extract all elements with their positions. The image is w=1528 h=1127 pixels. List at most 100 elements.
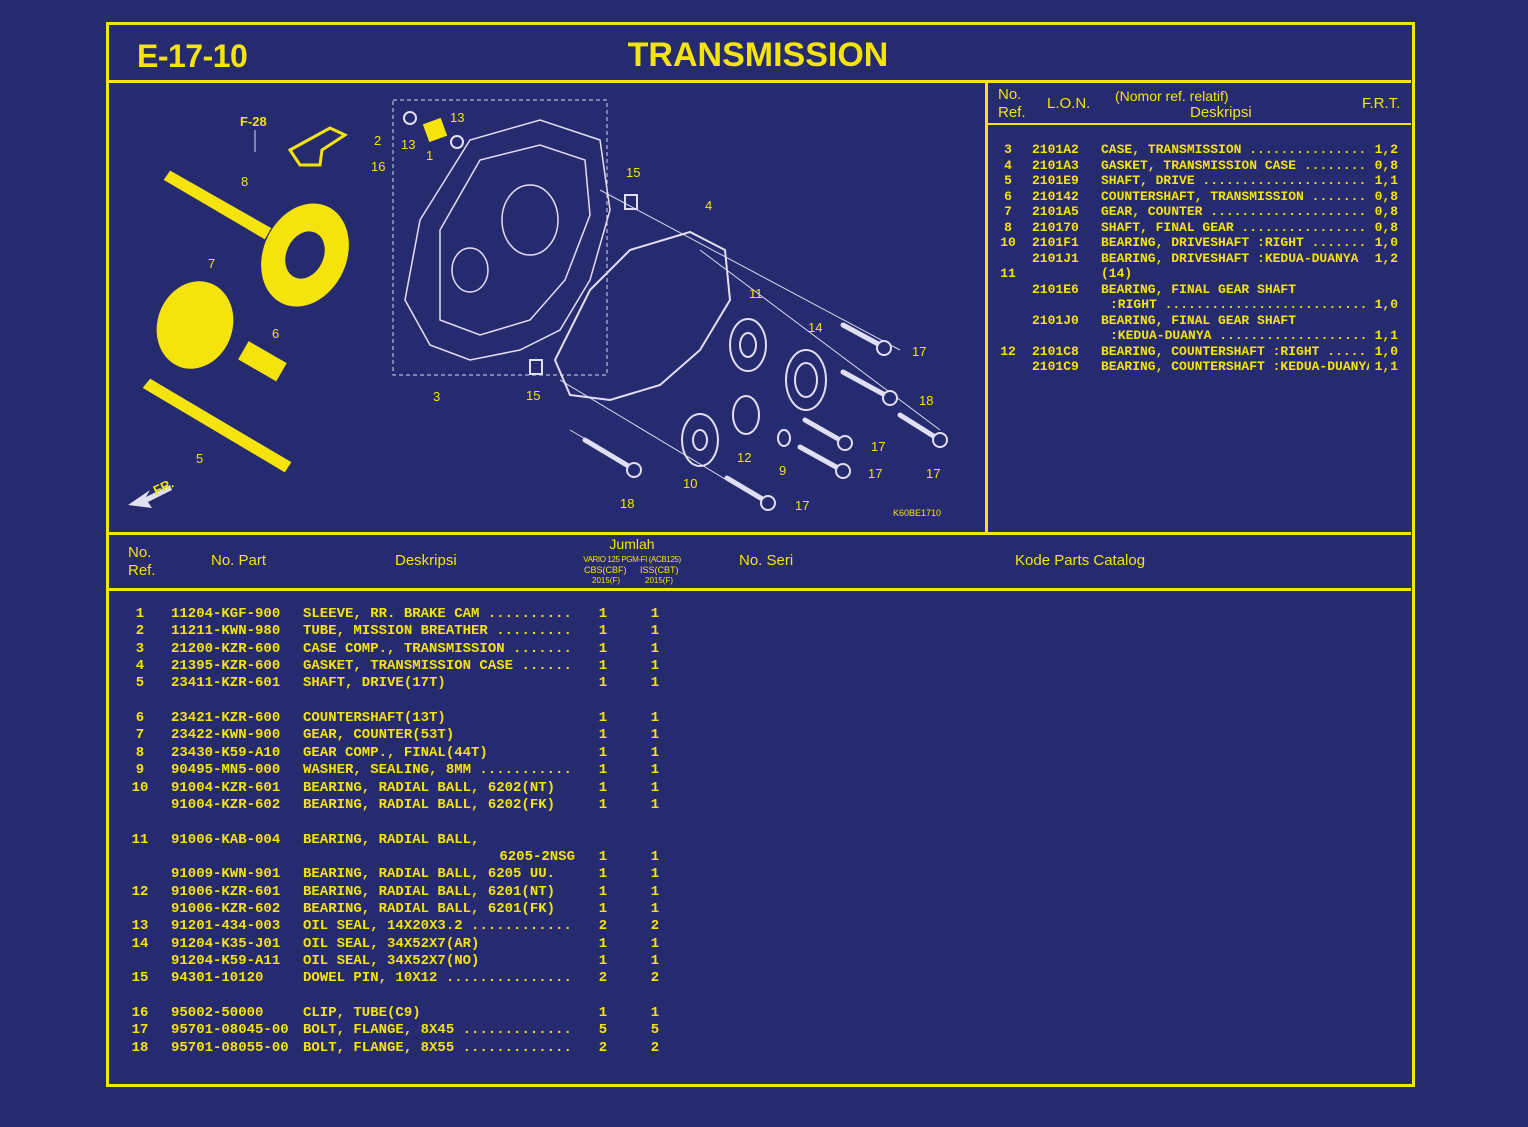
qty-cbs: 1	[598, 900, 608, 917]
part-number: 95002-50000	[171, 1005, 264, 1022]
part-number: 95701-08045-00	[171, 1022, 289, 1039]
callout: 15	[526, 388, 540, 403]
qty-cbs: 1	[598, 883, 608, 900]
frt-desc: BEARING, DRIVESHAFT :RIGHT	[1101, 235, 1369, 251]
countershaft	[236, 339, 289, 383]
parts-header-year2: 2015(F)	[645, 576, 674, 585]
qty-cbs: 2	[598, 970, 608, 987]
part-ref: 9	[135, 762, 145, 779]
frt-desc: SHAFT, DRIVE	[1101, 173, 1369, 189]
part-number: 94301-10120	[171, 970, 264, 987]
part-number: 91006-KZR-601	[171, 883, 281, 900]
part-number: 23421-KZR-600	[171, 710, 281, 727]
qty-cbs: 1	[598, 953, 608, 969]
callout: 11	[749, 286, 763, 301]
qty-cbs: 1	[598, 675, 608, 692]
section-code: E-17-10	[137, 38, 248, 74]
callout: 10	[683, 476, 697, 491]
frt-lon: 210170	[1032, 219, 1079, 235]
part-desc: BEARING, RADIAL BALL, 6202(FK)	[303, 796, 556, 813]
part-number: 91204-K35-J01	[171, 935, 281, 952]
parts-header-qty: Jumlah	[609, 536, 655, 552]
part-number: 11204-KGF-900	[171, 606, 281, 622]
frt-desc: BEARING, FINAL GEAR SHAFT	[1101, 312, 1297, 328]
qty-iss: 1	[650, 953, 660, 969]
part-desc: OIL SEAL, 34X52X7(AR)	[303, 935, 480, 952]
qty-iss: 1	[650, 762, 660, 779]
callout: 13	[401, 137, 415, 152]
frt-lon: 2101J1	[1032, 250, 1079, 266]
callout: 16	[371, 159, 385, 174]
frt-desc: BEARING, COUNTERSHAFT :RIGHT	[1101, 344, 1369, 360]
callout: 17	[795, 498, 809, 513]
part-desc: WASHER, SEALING, 8MM	[303, 762, 571, 779]
transmission-case	[404, 119, 611, 361]
frt-value: 1,1	[1374, 359, 1398, 374]
frt-lon: 2101E6	[1032, 281, 1079, 297]
callout: 17	[871, 439, 885, 454]
qty-cbs: 1	[598, 935, 608, 952]
callout: 14	[808, 320, 822, 335]
yellow-parts	[141, 116, 449, 474]
part-ref: 18	[131, 1039, 149, 1056]
qty-iss: 1	[650, 796, 660, 813]
part-ref: 1	[135, 606, 145, 622]
frt-desc: CASE, TRANSMISSION	[1101, 142, 1369, 158]
qty-iss: 1	[650, 900, 660, 917]
callout: 17	[926, 466, 940, 481]
part-desc: OIL SEAL, 34X52X7(NO)	[303, 953, 480, 969]
frt-value: 1,2	[1374, 250, 1398, 266]
parts-header-model: VARIO 125 PGM-FI (ACB125)	[583, 555, 681, 564]
part-ref: 16	[131, 1005, 149, 1022]
counter-gear	[155, 280, 235, 370]
frt-ref: 12	[1000, 343, 1016, 359]
sleeve	[421, 116, 449, 144]
subassembly-box	[392, 99, 608, 376]
frt-lon: 210142	[1032, 188, 1079, 204]
part-number: 23411-KZR-601	[171, 675, 281, 692]
callout: 6	[272, 326, 279, 341]
divider	[108, 80, 1411, 83]
part-ref: 6	[135, 710, 145, 727]
callout: 13	[450, 110, 464, 125]
frt-ref: 8	[1004, 219, 1012, 235]
part-desc: CASE COMP., TRANSMISSION	[303, 641, 571, 658]
qty-iss: 2	[650, 970, 660, 987]
part-ref: 8	[135, 744, 145, 761]
frt-desc: GEAR, COUNTER	[1101, 204, 1369, 220]
part-desc: BOLT, FLANGE, 8X55	[303, 1040, 571, 1057]
part-number: 11211-KWN-980	[171, 623, 281, 640]
frt-value: 0,8	[1374, 188, 1398, 204]
page-frame	[106, 22, 1415, 1087]
frt-ref: 4	[1004, 157, 1012, 173]
parts-header-ref: No. Ref.	[128, 544, 156, 579]
qty-cbs: 1	[598, 640, 608, 657]
qty-iss: 1	[650, 675, 660, 692]
part-ref: 15	[131, 970, 149, 987]
divider	[108, 532, 1411, 535]
page-title: TRANSMISSION	[627, 36, 889, 74]
qty-cbs: 1	[598, 623, 608, 640]
final-gear-shaft	[162, 169, 273, 241]
qty-iss: 1	[650, 710, 660, 727]
callout: 4	[705, 198, 712, 213]
part-number: 23430-K59-A10	[171, 744, 281, 761]
qty-cbs: 1	[598, 727, 608, 744]
frt-lon: 2101C8	[1032, 343, 1079, 359]
callout: 3	[433, 389, 440, 404]
qty-iss: 1	[650, 744, 660, 761]
part-desc: TUBE, MISSION BREATHER	[303, 623, 571, 640]
frt-value: 1,1	[1374, 328, 1398, 343]
callout: 15	[626, 165, 640, 180]
frt-value: 0,8	[1374, 157, 1398, 173]
frt-desc: BEARING, FINAL GEAR SHAFT	[1101, 281, 1297, 297]
part-ref: 12	[131, 883, 149, 900]
qty-cbs: 1	[598, 658, 608, 675]
part-number: 91006-KZR-602	[171, 900, 281, 917]
part-desc: GEAR, COUNTER(53T)	[303, 727, 455, 744]
frt-ref: 11	[1000, 266, 1016, 281]
qty-iss: 1	[650, 1005, 660, 1022]
part-desc: BOLT, FLANGE, 8X45	[303, 1022, 571, 1039]
frt-desc: GASKET, TRANSMISSION CASE	[1101, 158, 1369, 174]
part-desc: GASKET, TRANSMISSION CASE	[303, 658, 571, 675]
